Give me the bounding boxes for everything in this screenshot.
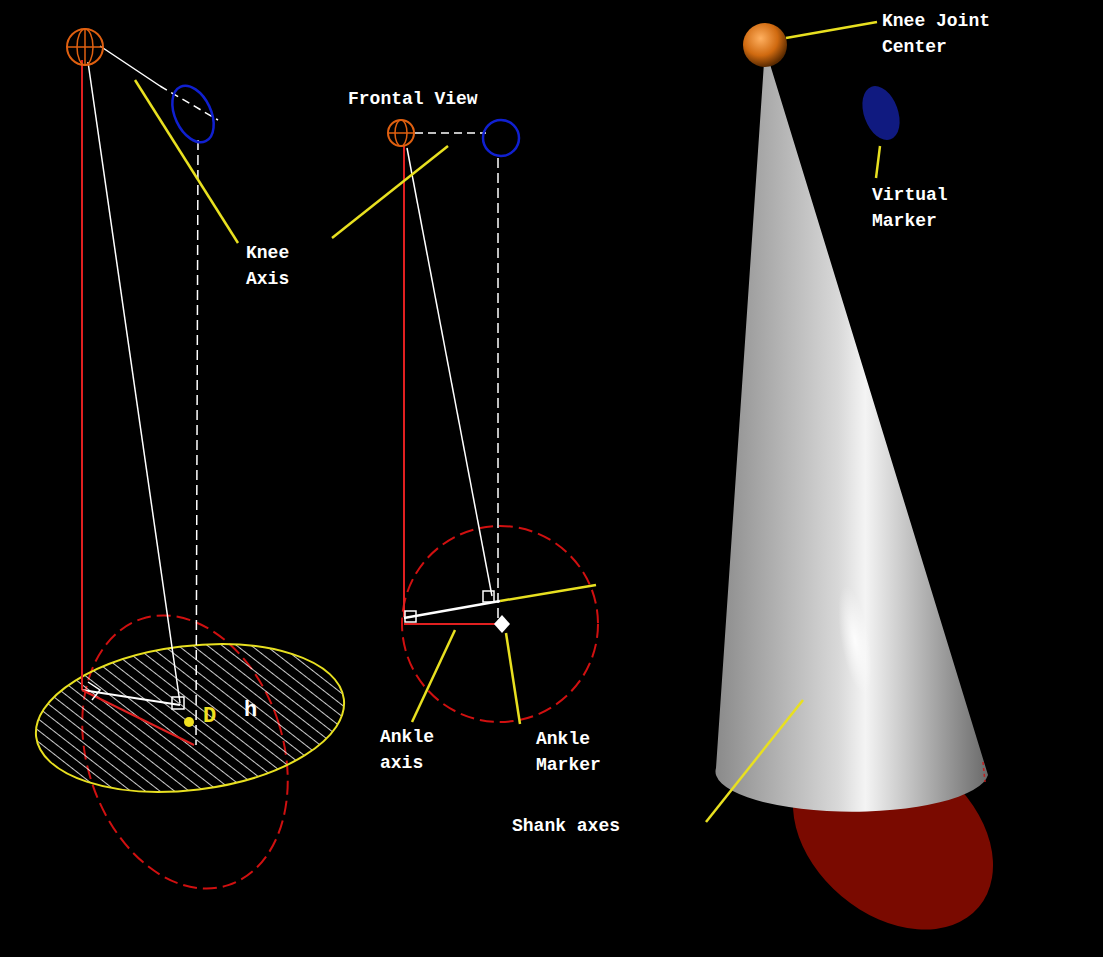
part-label: Ankle Marker: [536, 726, 616, 778]
view-title: Frontal View: [348, 86, 508, 112]
shank-cone: [715, 23, 1030, 957]
dimension-label: h: [244, 698, 264, 724]
part-label: Ankle axis: [380, 724, 450, 776]
point-label: D: [203, 704, 223, 730]
part-label: Virtual Marker: [872, 182, 972, 234]
part-label: Knee Joint Center: [882, 8, 1012, 60]
part-label: Knee Axis: [246, 240, 306, 292]
frontal-figure: [388, 120, 598, 722]
part-label: Shank axes: [512, 813, 642, 839]
left-figure: [27, 29, 352, 915]
leader-lines: [135, 22, 880, 822]
